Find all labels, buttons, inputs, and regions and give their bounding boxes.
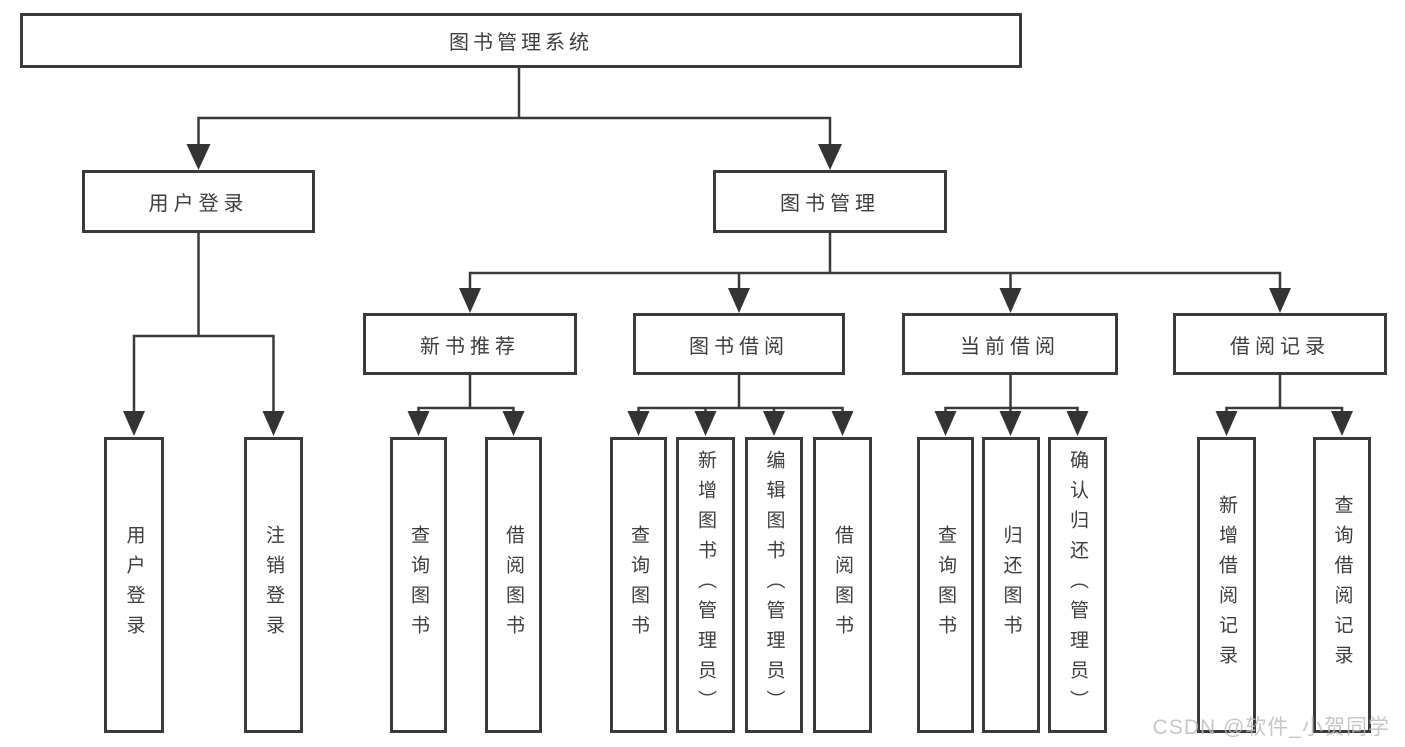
node-label: 图书管理 [780,193,880,215]
node-root: 图书管理系统 [20,13,1022,68]
arrow-leaf-cb-confirm [1066,411,1089,436]
arrow-leaf-nbr-borrow [502,411,525,436]
arrow-leaf-br-query [1331,411,1353,436]
node-label: 查询借阅记录 [1331,495,1353,675]
arrow-leaf-cb-return [999,411,1022,436]
leaf-br-add-borrow-record: 新增借阅记录 [1197,437,1256,733]
node-label: 用户登录 [123,525,145,645]
leaf-bb-add-books-admin: 新增图书（管理员） [676,437,735,733]
node-label: 图书借阅 [689,335,789,358]
edge-new-book-group [417,375,515,413]
arrow-borrowing-records [1269,288,1291,313]
node-label: 归还图书 [1000,525,1022,645]
node-label: 借阅图书 [832,525,853,645]
node-label: 用户登录 [148,193,249,215]
leaf-cb-confirm-return-admin: 确认归还（管理员） [1048,437,1107,733]
arrow-leaf-bb-borrow [831,411,854,436]
leaf-cb-query-books: 查询图书 [917,437,974,733]
arrowheads [123,144,1353,436]
node-label: 图书管理系统 [449,32,593,54]
leaf-nbr-borrow-books: 借阅图书 [485,437,542,733]
node-label: 确认归还（管理员） [1067,450,1088,720]
arrow-leaf-nbr-query [407,411,430,436]
node-label: 注销登录 [263,525,284,645]
node-new-book-recommendation: 新书推荐 [363,313,577,375]
node-book-management: 图书管理 [713,170,947,233]
edge-book-borrowing-group [637,375,844,413]
leaf-br-query-borrow-record: 查询借阅记录 [1313,437,1371,733]
edge-borrowing-records-group [1225,375,1344,413]
node-label: 借阅图书 [503,525,524,645]
arrow-leaf-br-add [1215,411,1238,436]
edge-level2-rail [197,116,832,150]
arrow-leaf-cb-query [934,411,957,436]
node-book-borrowing: 图书借阅 [633,313,845,375]
watermark-text: CSDN @软件_小贺同学 [1152,716,1390,739]
arrow-leaf-user-login [123,411,145,436]
node-label: 查询图书 [935,525,956,645]
edge-user-login-group [132,233,275,413]
leaf-bb-query-books: 查询图书 [610,437,667,733]
node-label: 查询图书 [408,525,429,645]
arrow-leaf-bb-edit [763,411,785,436]
arrow-leaf-bb-add [694,411,717,436]
arrow-user-login [186,144,211,170]
leaf-user-login: 用户登录 [104,437,164,733]
arrow-new-book-recommendation [459,288,481,313]
arrow-leaf-bb-query [627,411,650,436]
node-current-borrowing: 当前借阅 [902,313,1118,375]
node-label: 查询图书 [628,525,649,645]
arrow-book-management [818,144,842,170]
node-label: 借阅记录 [1230,335,1330,358]
leaf-logout-login: 注销登录 [244,437,303,733]
node-label: 新增图书（管理员） [695,450,716,720]
arrow-current-borrowing [999,288,1022,313]
node-borrowing-records: 借阅记录 [1173,313,1387,375]
node-label: 当前借阅 [960,335,1060,358]
arrow-book-borrowing [728,288,750,313]
leaf-bb-edit-books-admin: 编辑图书（管理员） [745,437,803,733]
node-label: 编辑图书（管理员） [763,450,785,720]
node-user-login: 用户登录 [82,170,315,233]
leaf-nbr-query-books: 查询图书 [390,437,447,733]
node-label: 新书推荐 [420,335,520,358]
leaf-bb-borrow-books: 借阅图书 [813,437,872,733]
edge-current-borrowing-group [944,375,1079,413]
leaf-cb-return-books: 归还图书 [982,437,1040,733]
edge-book-management-rail [468,233,1282,292]
arrow-leaf-logout [262,411,285,436]
node-label: 新增借阅记录 [1216,495,1237,675]
